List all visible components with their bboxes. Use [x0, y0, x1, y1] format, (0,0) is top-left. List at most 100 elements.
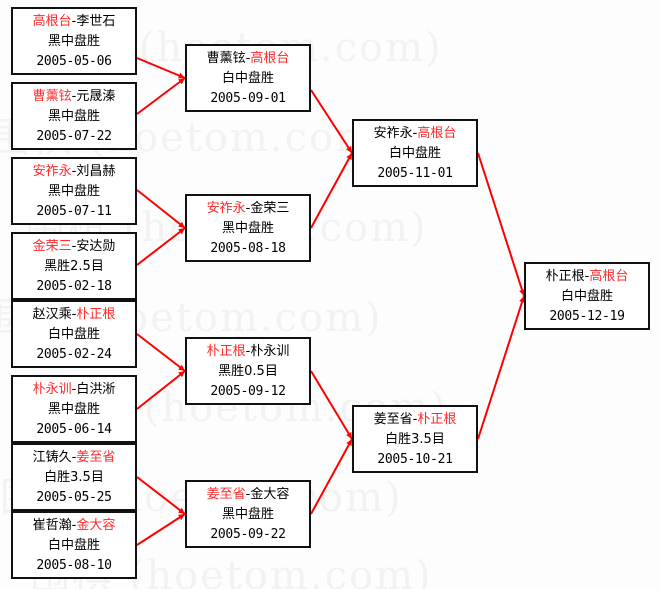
match-box-semifinal-1[interactable]: 姜至省-朴正根白胜3.5目 2005-10-21	[352, 405, 478, 473]
match-date: 2005-08-10	[36, 558, 112, 573]
match-box-round-2-2[interactable]: 朴正根-朴永训黑胜0.5目 2005-09-12	[185, 337, 311, 405]
player-winner: 朴正根	[76, 307, 116, 322]
player-winner: 高根台	[32, 14, 72, 29]
match-players: 姜至省-朴正根	[354, 410, 476, 430]
player-winner: 姜至省	[206, 487, 246, 502]
player-winner: 安祚永	[32, 164, 72, 179]
match-date: 2005-11-01	[377, 166, 453, 181]
player-loser: 赵汉乘	[32, 307, 72, 322]
player-loser: 朴正根	[545, 269, 585, 284]
connector-line	[136, 189, 186, 229]
connector-arrow-icon	[178, 507, 185, 514]
player-separator: -	[71, 239, 77, 254]
player-loser: 李世石	[76, 14, 116, 29]
match-players: 江铸久-姜至省	[13, 448, 135, 468]
match-date: 2005-07-22	[36, 129, 112, 144]
connector-arrow-icon	[346, 146, 352, 153]
match-box-round-2-3[interactable]: 姜至省-金大容黑中盘胜 2005-09-22	[185, 480, 311, 548]
match-players: 金荣三-安达勋	[13, 237, 135, 257]
match-players: 安祚永-高根台	[354, 124, 476, 144]
match-result: 黑中盘胜	[221, 507, 274, 522]
player-loser: 朴永训	[250, 344, 290, 359]
player-winner: 金荣三	[32, 239, 72, 254]
match-date: 2005-09-12	[210, 384, 286, 399]
match-result: 白中盘胜	[47, 538, 100, 553]
connector-line	[310, 438, 353, 515]
match-result: 白胜3.5目	[385, 432, 445, 447]
match-date: 2005-02-18	[36, 279, 112, 294]
match-box-final-0[interactable]: 朴正根-高根台白中盘胜 2005-12-19	[524, 262, 650, 330]
match-date: 2005-10-21	[377, 452, 453, 467]
match-result: 黑中盘胜	[221, 221, 274, 236]
player-separator: -	[245, 201, 251, 216]
player-winner: 朴正根	[417, 412, 457, 427]
player-winner: 高根台	[417, 126, 457, 141]
match-box-round-1-1[interactable]: 曹薰铉-元晟溱黑中盘胜 2005-07-22	[11, 82, 137, 150]
player-separator: -	[245, 487, 251, 502]
player-winner: 曹薰铉	[32, 89, 72, 104]
connector-arrow-icon	[178, 228, 185, 235]
match-result: 白中盘胜	[560, 289, 613, 304]
match-date: 2005-12-19	[549, 309, 625, 324]
match-result: 黑胜0.5目	[218, 364, 278, 379]
match-date: 2005-05-25	[36, 490, 112, 505]
player-winner: 高根台	[589, 269, 629, 284]
player-loser: 曹薰铉	[206, 51, 246, 66]
match-result: 黑中盘胜	[47, 109, 100, 124]
player-loser: 江铸久	[32, 450, 72, 465]
player-separator: -	[412, 412, 418, 427]
player-loser: 元晟溱	[76, 89, 116, 104]
player-separator: -	[71, 89, 77, 104]
connector-arrow-icon	[178, 364, 185, 371]
connector-line	[477, 295, 525, 440]
player-separator: -	[71, 382, 77, 397]
match-date: 2005-02-24	[36, 347, 112, 362]
connector-line	[136, 370, 186, 410]
connector-arrow-icon	[346, 432, 352, 439]
player-separator: -	[71, 14, 77, 29]
match-players: 高根台-李世石	[13, 12, 135, 32]
match-result: 白中盘胜	[221, 71, 274, 86]
connector-arrow-icon	[346, 153, 352, 160]
player-loser: 刘昌赫	[76, 164, 116, 179]
match-players: 朴正根-朴永训	[187, 342, 309, 362]
connector-arrow-icon	[178, 78, 185, 85]
match-date: 2005-09-22	[210, 527, 286, 542]
player-loser: 崔哲瀚	[32, 518, 72, 533]
match-players: 安祚永-金荣三	[187, 199, 309, 219]
match-players: 安祚永-刘昌赫	[13, 162, 135, 182]
match-box-round-1-7[interactable]: 崔哲瀚-金大容白中盘胜 2005-08-10	[11, 511, 137, 579]
match-result: 黑中盘胜	[47, 184, 100, 199]
match-players: 朴正根-高根台	[526, 267, 648, 287]
player-loser: 白洪淅	[76, 382, 116, 397]
match-players: 姜至省-金大容	[187, 485, 309, 505]
connector-line	[136, 476, 186, 515]
player-separator: -	[71, 518, 77, 533]
player-winner: 高根台	[250, 51, 290, 66]
player-winner: 朴永训	[32, 382, 72, 397]
match-players: 崔哲瀚-金大容	[13, 516, 135, 536]
connector-line	[136, 77, 186, 115]
connector-arrow-icon	[519, 289, 525, 296]
player-separator: -	[245, 51, 251, 66]
player-separator: -	[245, 344, 251, 359]
match-date: 2005-06-14	[36, 422, 112, 437]
player-loser: 安祚永	[373, 126, 413, 141]
match-date: 2005-05-06	[36, 54, 112, 69]
connector-line	[136, 513, 186, 546]
match-players: 曹薰铉-元晟溱	[13, 87, 135, 107]
match-result: 白中盘胜	[47, 327, 100, 342]
connector-arrow-icon	[178, 72, 185, 79]
player-loser: 姜至省	[373, 412, 413, 427]
